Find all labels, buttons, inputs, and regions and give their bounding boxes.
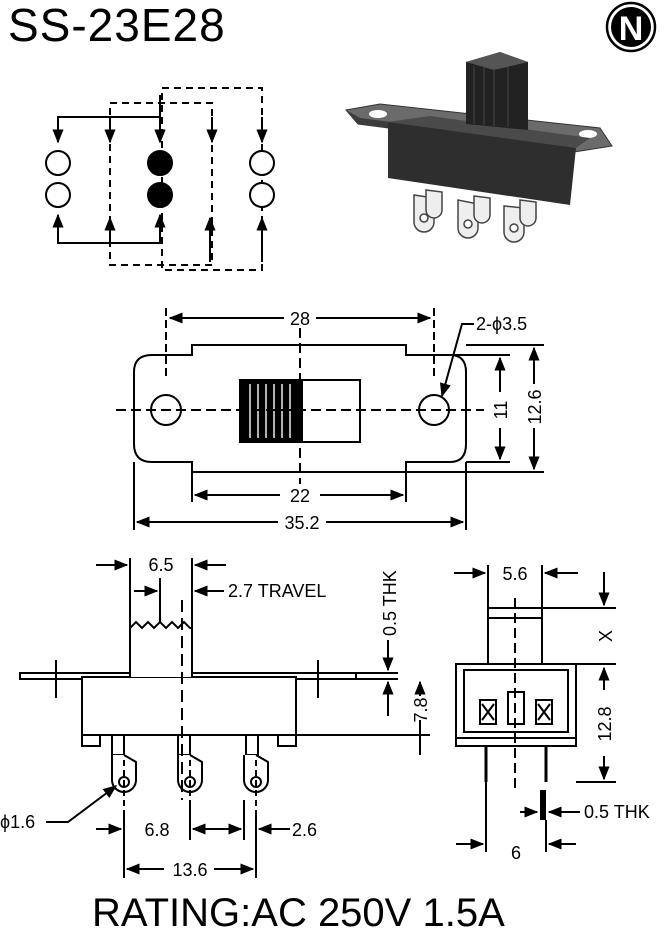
terminal-3 [249,150,275,176]
dim-plate-thickness: 0.5 THK [380,570,400,636]
part-number-title: SS-23E28 [8,0,226,51]
dim-body-height: 7.8 [411,697,431,722]
dim-pin-span: 13.6 [172,860,207,880]
end-contacts [479,691,553,725]
dim-actuator-height: X [596,630,616,642]
brand-logo: N [605,1,657,53]
dim-pin-pitch: 6.8 [144,820,169,840]
end-view [454,565,616,852]
top-view-labels: 28 2-ϕ3.5 11 12.6 22 35.2 [284,309,545,533]
side-view [19,558,430,878]
terminal-4 [249,182,275,208]
dim-travel: 2.7 TRAVEL [228,581,326,601]
product-illustration [345,52,613,243]
terminal-2 [45,182,71,208]
end-view-labels: 5.6 X 12.8 0.5 THK 6 [502,564,649,863]
dim-inner-height: 11 [491,401,511,420]
side-view-labels: 6.5 2.7 TRAVEL 0.5 THK 7.8 ϕ1.6 6.8 2.6 … [0,555,431,880]
dim-hole-callout: 2-ϕ3.5 [476,314,527,334]
dim-hole-spacing: 28 [290,309,310,329]
dim-outer-height: 12.6 [525,389,545,424]
side-actuator [129,620,193,677]
top-plate-outline [133,344,467,473]
terminal-common-1 [147,150,173,176]
dim-actuator-width: 6.5 [148,555,173,575]
dim-pin-spacing: 6 [511,843,521,863]
dim-pin-diameter: ϕ1.6 [0,812,35,832]
dim-pin-thickness: 0.5 THK [584,802,650,822]
dim-overall-length: 35.2 [284,513,319,533]
circuit-schematic [45,87,275,271]
dim-pin-offset: 2.6 [292,820,317,840]
rating-label: RATING:AC 250V 1.5A [92,891,505,935]
dim-body-width: 22 [290,486,310,506]
logo-letter: N [619,10,644,48]
top-view [116,308,544,530]
side-body [81,676,297,736]
dim-end-actuator-width: 5.6 [502,564,527,584]
dim-end-height: 12.8 [595,706,615,741]
terminal-1 [45,150,71,176]
terminal-common-2 [147,182,173,208]
